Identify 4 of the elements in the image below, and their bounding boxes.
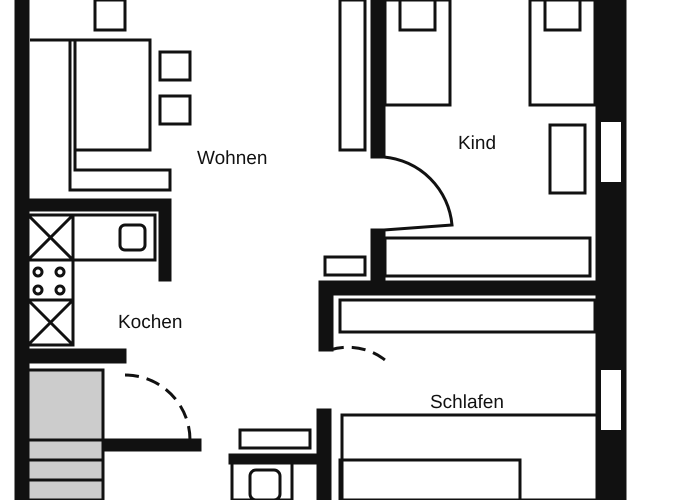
room-label: Schlafen bbox=[430, 392, 504, 414]
room-label: Kochen bbox=[118, 312, 182, 334]
room-label: Wohnen bbox=[197, 148, 268, 170]
room-label: Kind bbox=[458, 133, 496, 155]
